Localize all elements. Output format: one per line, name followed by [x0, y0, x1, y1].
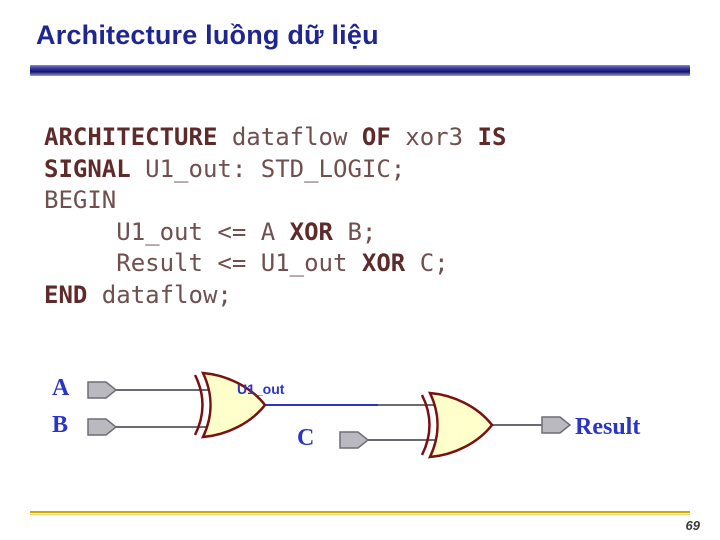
code-line: U1_out <= A XOR B;	[44, 217, 377, 246]
code-line: ARCHITECTURE dataflow OF xor3 IS	[44, 123, 507, 151]
connector-result	[541, 416, 572, 434]
connector-a	[87, 381, 118, 399]
xor-schematic-diagram	[87, 371, 572, 459]
footer-divider-line	[30, 511, 690, 515]
xor-gate-u2-body	[427, 391, 494, 459]
slide-title: Architecture luồng dữ liệu	[36, 20, 379, 50]
xor-gate-u2-arc	[420, 394, 431, 456]
xor-gate-u1	[193, 371, 267, 439]
xor-gate-u2	[420, 391, 494, 459]
output-label-result: Result	[575, 414, 641, 440]
input-label-b: B	[52, 412, 69, 438]
xor-gate-u1-arc	[193, 374, 204, 436]
code-line: SIGNAL U1_out: STD_LOGIC;	[44, 154, 406, 183]
page-number: 69	[685, 518, 700, 533]
connector-b	[87, 418, 118, 436]
code-line: BEGIN	[44, 186, 117, 215]
xor-gate-u1-body	[200, 371, 267, 439]
code-block: ARCHITECTURE dataflow OF xor3 IS SIGNAL U…	[44, 122, 506, 312]
code-line: END dataflow;	[44, 280, 232, 309]
input-label-a: A	[52, 375, 70, 401]
code-line: Result <= U1_out XOR C;	[44, 249, 449, 278]
connector-c	[339, 431, 370, 449]
title-divider-bar	[30, 65, 690, 76]
input-label-c: C	[297, 425, 315, 451]
wire-label-u1out: U1_out	[237, 381, 285, 397]
